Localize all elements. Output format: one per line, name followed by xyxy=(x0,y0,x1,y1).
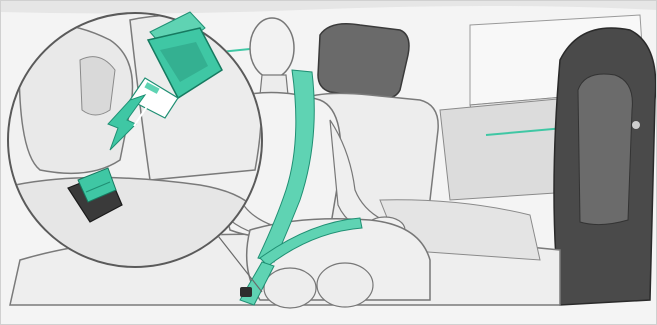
headrest-right xyxy=(318,24,409,99)
cushion-buckle xyxy=(240,287,252,297)
